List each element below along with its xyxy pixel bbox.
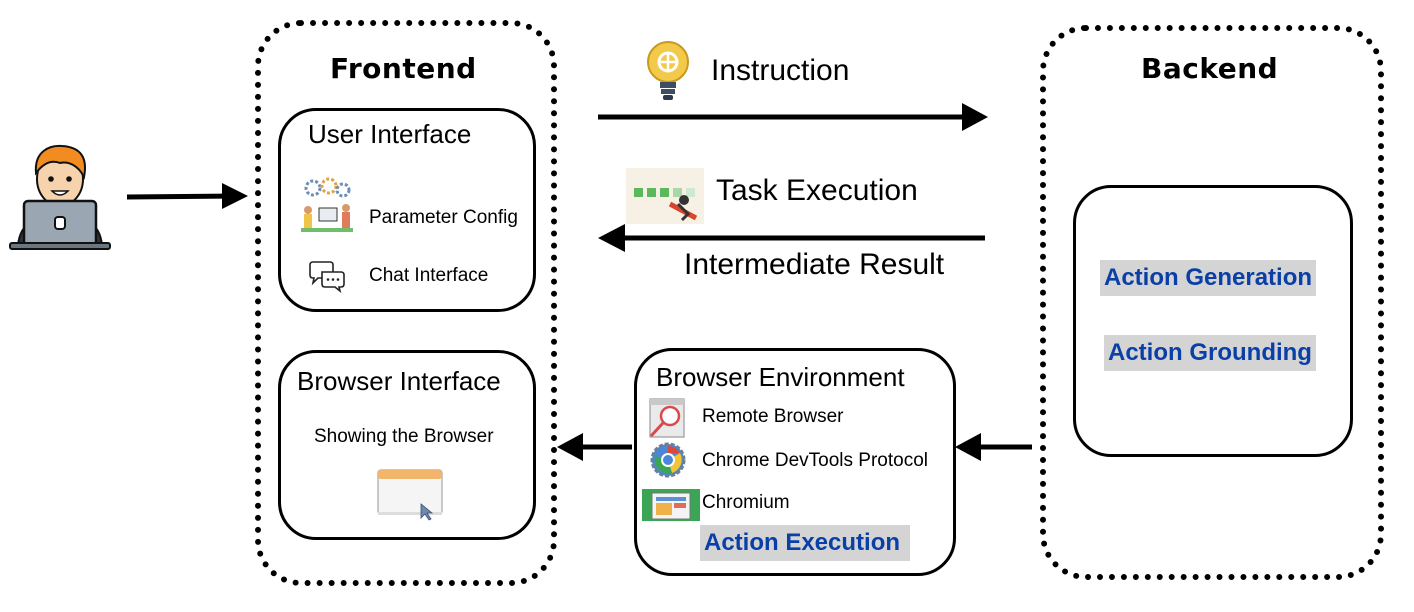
- chromium-icon: [642, 489, 700, 521]
- lightbulb-icon: [646, 40, 690, 102]
- action-grounding-label: Action Grounding: [1104, 335, 1316, 371]
- user-laptop-icon: [6, 143, 114, 251]
- parameter-config-label: Parameter Config: [369, 207, 518, 228]
- task-execution-label: Task Execution: [716, 174, 918, 207]
- task-checklist-icon: [626, 168, 704, 224]
- browser-interface-panel: [278, 350, 536, 540]
- backend-title: Backend: [1141, 52, 1279, 85]
- browser-window-icon: [377, 468, 445, 521]
- action-generation-label: Action Generation: [1100, 260, 1317, 296]
- frontend-title: Frontend: [330, 52, 477, 85]
- backend-container: [1040, 25, 1384, 580]
- chrome-devtools-label: Chrome DevTools Protocol: [702, 450, 928, 471]
- parameter-config-icon: [299, 177, 355, 236]
- chat-interface-label: Chat Interface: [369, 265, 489, 286]
- remote-browser-label: Remote Browser: [702, 406, 844, 427]
- user-interface-panel: [278, 108, 536, 312]
- browser-interface-title: Browser Interface: [297, 366, 501, 396]
- arrow-instruction: [598, 103, 988, 131]
- browser-environment-panel: [634, 348, 956, 576]
- chat-bubbles-icon: [308, 261, 346, 294]
- frontend-container: [255, 20, 557, 586]
- chrome-devtools-icon: [650, 442, 686, 478]
- backend-actions-panel: [1073, 185, 1353, 457]
- action-execution-label: Action Execution: [700, 525, 910, 561]
- arrow-environment-to-frontend: [557, 433, 632, 461]
- remote-browser-icon: [646, 398, 688, 438]
- browser-environment-title: Browser Environment: [656, 362, 905, 392]
- intermediate-result-label: Intermediate Result: [684, 248, 945, 281]
- arrow-user-to-frontend: [126, 183, 248, 209]
- user-interface-title: User Interface: [308, 119, 472, 149]
- arrow-backend-to-environment: [955, 433, 1032, 461]
- chromium-label: Chromium: [702, 492, 790, 513]
- arrow-task-result: [598, 224, 985, 252]
- instruction-label: Instruction: [711, 54, 850, 87]
- browser-interface-caption: Showing the Browser: [314, 426, 494, 447]
